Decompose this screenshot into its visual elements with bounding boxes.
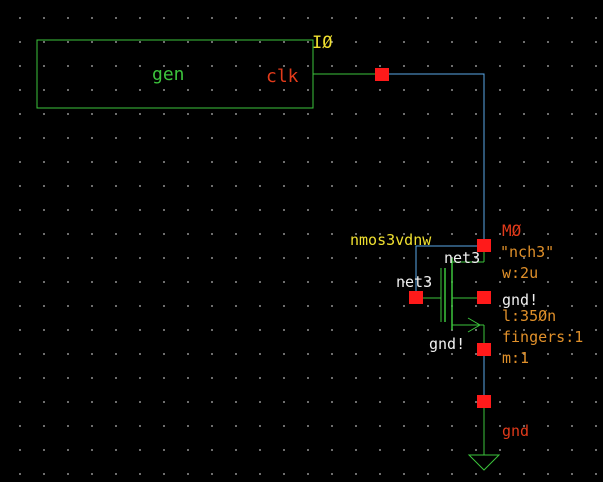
pin-gate[interactable]	[409, 291, 423, 304]
ground-icon[interactable]	[467, 454, 501, 471]
pin-clk-wire[interactable]	[375, 68, 389, 81]
source-arrow-icon	[467, 317, 481, 333]
pin-source[interactable]	[477, 343, 491, 356]
transistor-cell-name: nmos3vdnw	[350, 231, 432, 249]
transistor-instance-name: MØ	[502, 221, 522, 240]
transistor-multiplier: m:1	[502, 349, 529, 367]
transistor-width: w:2u	[502, 264, 538, 282]
source-net-label: gnd!	[429, 335, 465, 353]
drain-net-label: net3	[444, 249, 480, 267]
gen-instance-name: IØ	[312, 33, 332, 53]
wire-net3-drain-to-gate[interactable]	[415, 245, 484, 298]
transistor-length: l:35Øn	[502, 307, 556, 325]
pin-body[interactable]	[477, 291, 491, 304]
gen-pin-label-clk: clk	[266, 66, 299, 87]
wire-clk-to-drain[interactable]	[383, 73, 485, 246]
body-net-label: gnd!	[502, 291, 538, 309]
gen-cell-name: gen	[152, 64, 185, 85]
transistor-fingers: fingers:1	[502, 328, 583, 346]
pin-drain[interactable]	[477, 239, 491, 252]
ground-label: gnd	[502, 422, 529, 440]
gate-net-label: net3	[396, 273, 432, 291]
pin-gnd[interactable]	[477, 395, 491, 408]
transistor-model: "nch3"	[500, 243, 554, 261]
